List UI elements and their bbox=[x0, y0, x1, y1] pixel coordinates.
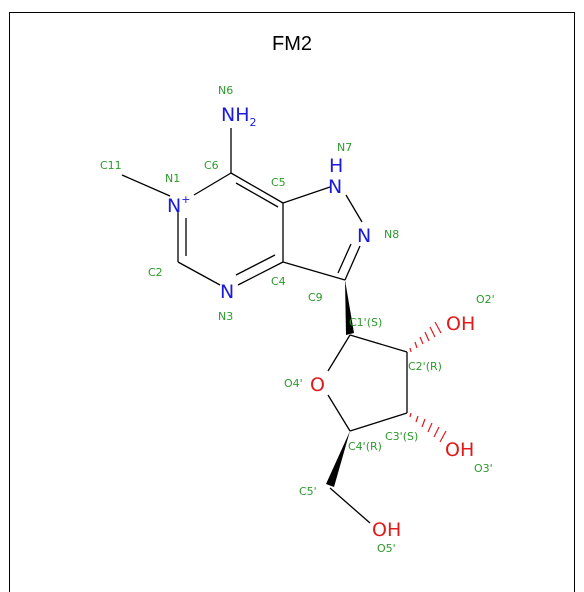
atom-n7: N bbox=[328, 176, 342, 198]
label-o3p: O3' bbox=[474, 462, 493, 475]
label-n7: N7 bbox=[337, 141, 352, 154]
atom-n1: N+ bbox=[167, 193, 190, 217]
label-o4p: O4' bbox=[284, 377, 303, 390]
label-c9: C9 bbox=[308, 291, 323, 304]
label-n6: N6 bbox=[218, 84, 233, 97]
label-c4p: C4'(R) bbox=[348, 440, 382, 453]
label-c3p: C3'(S) bbox=[385, 430, 418, 443]
atom-o3p: OH bbox=[445, 439, 474, 461]
label-o5p: O5' bbox=[377, 542, 396, 555]
label-c2p: C2'(R) bbox=[408, 360, 442, 373]
bond-c9-c4 bbox=[282, 261, 346, 281]
bond-n1-c6 bbox=[193, 172, 232, 196]
wedge-c9-c1p bbox=[345, 280, 354, 335]
bond-c6-c5-double bbox=[235, 182, 279, 208]
bond-c3p-c4p bbox=[349, 412, 408, 432]
bonds bbox=[121, 128, 408, 524]
label-c1p: C1'(S) bbox=[349, 316, 382, 329]
label-n1: N1 bbox=[165, 172, 180, 185]
bond-n7-n8 bbox=[345, 194, 363, 223]
atom-n7-h: H bbox=[329, 155, 343, 177]
bond-n8-c9-double bbox=[337, 243, 352, 274]
atom-n6: NH2 bbox=[221, 104, 257, 129]
atom-o4p: O bbox=[310, 374, 325, 396]
label-o2p: O2' bbox=[476, 293, 495, 306]
bond-c5p-o5p bbox=[329, 487, 371, 524]
hash-c2p-o2p bbox=[409, 321, 442, 353]
bond-c5-n7 bbox=[282, 186, 331, 204]
atom-n8: N bbox=[357, 225, 371, 247]
hash-c3p-o3p bbox=[409, 412, 447, 443]
label-c6: C6 bbox=[204, 159, 219, 172]
bond-c1p-c2p bbox=[349, 334, 408, 353]
label-n8: N8 bbox=[384, 228, 399, 241]
atom-o5p: OH bbox=[372, 519, 401, 541]
bond-n8-c9 bbox=[344, 245, 361, 281]
label-c5: C5 bbox=[271, 176, 286, 189]
label-c5p: C5' bbox=[299, 485, 317, 498]
bond-c4p-o4p bbox=[327, 394, 351, 432]
label-c4: C4 bbox=[271, 275, 286, 288]
label-c2: C2 bbox=[148, 266, 163, 279]
bond-c1p-o4p bbox=[327, 334, 351, 372]
bond-c4-n3-double bbox=[235, 254, 276, 276]
atom-o2p: OH bbox=[446, 313, 475, 335]
bond-c6-c5 bbox=[230, 172, 284, 204]
bond-n3-c2 bbox=[177, 261, 221, 286]
wedge-c4p-c5p bbox=[326, 431, 350, 487]
label-c11: C11 bbox=[100, 159, 122, 172]
molecule-title: FM2 bbox=[272, 33, 312, 55]
bond-c11-n1 bbox=[121, 174, 171, 197]
label-n3: N3 bbox=[218, 310, 233, 323]
bond-c4-n3 bbox=[237, 261, 284, 286]
diagram-frame bbox=[9, 12, 575, 592]
atom-n3: N bbox=[220, 281, 234, 303]
